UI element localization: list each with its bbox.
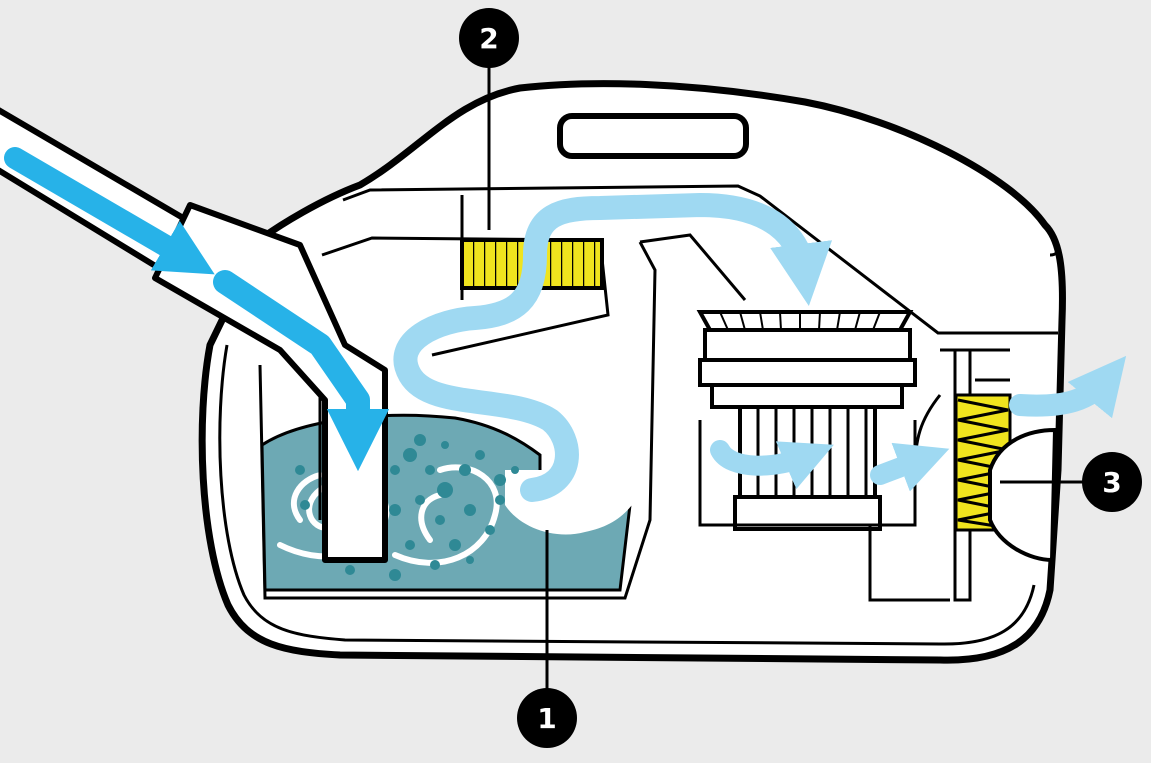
exhaust-grille [988, 427, 1058, 563]
airflow-arrow-icon [393, 193, 833, 502]
airflow-arrow-icon [1009, 355, 1127, 419]
bubble [485, 525, 495, 535]
bubble [437, 482, 453, 498]
bubble [494, 474, 506, 486]
bubble [389, 504, 401, 516]
bubble [295, 465, 305, 475]
bubble [459, 464, 471, 476]
bubble [449, 539, 461, 551]
bubble [466, 556, 474, 564]
bubble [435, 515, 445, 525]
bubble [441, 441, 449, 449]
bubble [414, 434, 426, 446]
exhaust-filter-icon [913, 348, 1058, 602]
bubble [425, 465, 435, 475]
callout-3-badge [1082, 452, 1142, 512]
hose-inlet-pipe [152, 202, 388, 563]
carry-handle-icon [557, 113, 749, 159]
bubble [390, 465, 400, 475]
bubble [345, 565, 355, 575]
bubble [495, 495, 505, 505]
bubble [430, 560, 440, 570]
callout-2-badge [459, 8, 519, 68]
bubble [403, 448, 417, 462]
airflow-arrows [4, 147, 1127, 502]
callout-1-number: 1 [537, 702, 556, 735]
airflow-arrow-icon [213, 270, 390, 472]
callout-2: 2 [459, 8, 519, 230]
bubble [475, 450, 485, 460]
callout-2-number: 2 [479, 22, 498, 55]
airflow-arrow-icon [870, 442, 950, 492]
bubble [511, 466, 519, 474]
callout-1-badge [517, 688, 577, 748]
bubble [405, 540, 415, 550]
bubble [415, 495, 425, 505]
callout-3: 3 [1000, 452, 1142, 512]
callout-1: 1 [517, 530, 577, 748]
bubble [464, 504, 476, 516]
airflow-arrow-icon [710, 440, 834, 490]
bubble [300, 500, 310, 510]
lid-seam [342, 184, 1058, 335]
callout-3-number: 3 [1102, 466, 1121, 499]
housing-front-edge [1043, 224, 1059, 257]
housing-inner-line [218, 344, 1036, 646]
bubble [389, 569, 401, 581]
airflow-arrow-icon [4, 147, 215, 275]
